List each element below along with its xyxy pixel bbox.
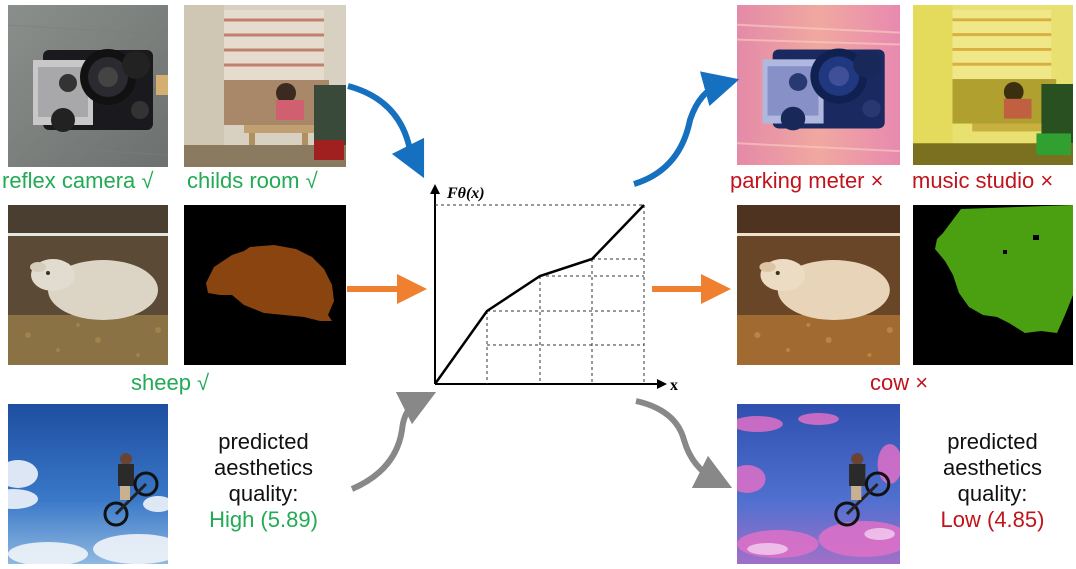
camera-image-original [8,5,168,167]
biker-image-original [8,404,168,564]
camera-image-adversarial [737,5,900,165]
curve-function-label: Fθ(x) [446,185,485,202]
quality-score-high: High (5.89) [209,507,318,532]
childs-room-image-adversarial [913,5,1073,165]
label-sheep: sheep √ [131,370,210,395]
arrow-blue-in [347,83,425,179]
childs-room-image-original [184,5,346,167]
arrow-gray-out [635,398,733,489]
quality-line2: aesthetics [942,455,1043,480]
quality-line1: predicted [947,429,1038,454]
label-reflex-camera: reflex camera √ [2,168,154,193]
sheep-mask-original [184,205,346,365]
quality-block-original: predicted aesthetics quality: High (5.89… [186,429,341,533]
label-parking-meter: parking meter × [730,168,884,193]
dashed-grid [435,204,645,384]
quality-line3: quality: [228,481,299,506]
quality-line3: quality: [957,481,1028,506]
label-childs-room: childs room √ [187,168,318,193]
piecewise-linear-curve [433,204,645,385]
cow-mask-adversarial [913,205,1073,365]
quality-line2: aesthetics [213,455,314,480]
arrow-blue-out [633,71,740,187]
sheep-image-adversarial [737,205,900,365]
label-music-studio: music studio × [912,168,1054,193]
arrow-gray-in [350,391,437,492]
quality-score-low: Low (4.85) [940,507,1045,532]
label-cow: cow × [870,370,929,395]
biker-image-adversarial [737,404,900,564]
sheep-image-original [8,205,168,365]
quality-block-adversarial: predicted aesthetics quality: Low (4.85) [915,429,1070,533]
curve-x-label: x [670,377,678,394]
quality-line1: predicted [218,429,309,454]
